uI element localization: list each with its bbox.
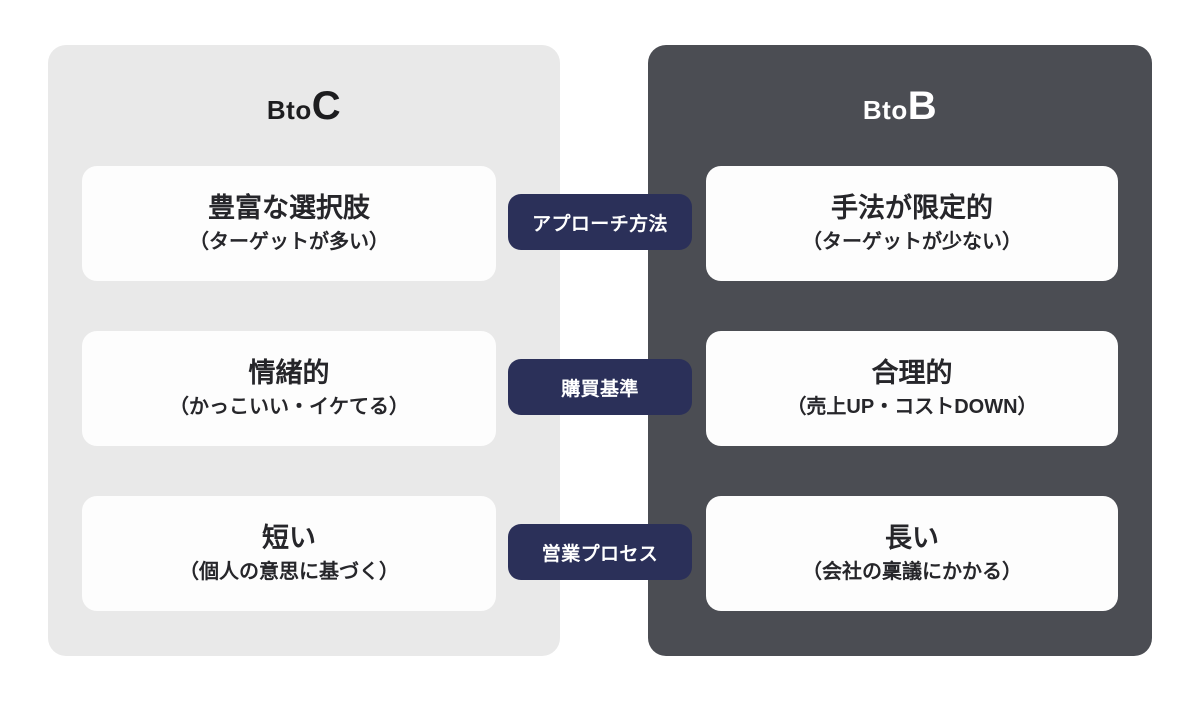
card-btoc-criteria: 情緒的 （かっこいい・イケてる）	[82, 331, 496, 446]
panel-btob-title-prefix: Bto	[862, 94, 908, 125]
panel-btoc-title-letter: C	[311, 83, 342, 128]
card-btob-process: 長い （会社の稟議にかかる）	[706, 496, 1118, 611]
card-btoc-process-main: 短い	[262, 522, 316, 553]
card-btoc-approach: 豊富な選択肢 （ターゲットが多い）	[82, 166, 496, 281]
badge-purchase-criteria-label: 購買基準	[561, 378, 639, 400]
card-btoc-process-sub: （個人の意思に基づく）	[179, 561, 399, 584]
badge-purchase-criteria: 購買基準	[508, 359, 692, 415]
badge-sales-process: 営業プロセス	[508, 524, 692, 580]
badge-approach-method: アプローチ方法	[508, 194, 692, 250]
card-btob-process-main: 長い	[885, 522, 939, 553]
card-btoc-process: 短い （個人の意思に基づく）	[82, 496, 496, 611]
card-btoc-approach-sub: （ターゲットが多い）	[189, 231, 389, 254]
card-btob-criteria-sub: （売上UP・コストDOWN）	[786, 396, 1038, 419]
card-btob-criteria: 合理的 （売上UP・コストDOWN）	[706, 331, 1118, 446]
card-btob-approach: 手法が限定的 （ターゲットが少ない）	[706, 166, 1118, 281]
card-btob-process-sub: （会社の稟議にかかる）	[802, 561, 1022, 584]
card-btob-approach-main: 手法が限定的	[831, 192, 993, 223]
panel-btoc-title-prefix: Bto	[266, 94, 312, 125]
badge-sales-process-label: 営業プロセス	[541, 543, 659, 565]
card-btob-approach-sub: （ターゲットが少ない）	[802, 231, 1022, 254]
card-btoc-approach-main: 豊富な選択肢	[208, 192, 370, 223]
card-btoc-criteria-main: 情緒的	[248, 357, 330, 388]
card-btob-criteria-main: 合理的	[871, 357, 953, 388]
panel-btob-title-letter: B	[907, 83, 938, 128]
badge-approach-method-label: アプローチ方法	[532, 213, 668, 235]
card-btoc-criteria-sub: （かっこいい・イケてる）	[169, 396, 409, 419]
